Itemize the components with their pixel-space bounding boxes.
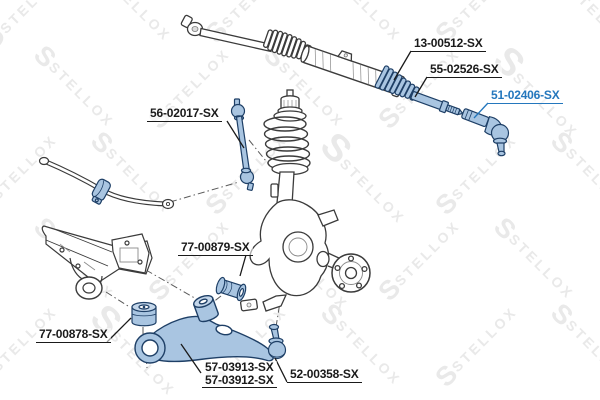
stabilizer-bushing-part: [91, 178, 111, 205]
part-label-control-arm[interactable]: 57-03913-SX 57-03912-SX: [202, 361, 277, 388]
part-label-steering-boot[interactable]: 13-00512-SX: [411, 37, 486, 52]
alignment-lines: [105, 107, 463, 369]
part-label-control-arm-line2: 57-03912-SX: [205, 372, 274, 387]
rear-bushing-part: [215, 276, 247, 302]
stabilizer-link-part: [230, 98, 255, 191]
part-label-rear-bushing[interactable]: 77-00879-SX: [178, 241, 253, 256]
part-label-tie-rod-end-highlighted[interactable]: 51-02406-SX: [488, 89, 563, 104]
front-bushing-part: [131, 301, 157, 327]
left-steering-boot: [262, 29, 312, 60]
steering-rack-drawing: [180, 14, 405, 98]
left-tie-rod: [199, 27, 273, 53]
part-label-control-arm-line1: 57-03913-SX: [205, 360, 274, 374]
part-label-ball-joint[interactable]: 52-00358-SX: [287, 368, 362, 383]
part-label-stabilizer-link[interactable]: 56-02017-SX: [147, 107, 222, 122]
part-label-front-bushing[interactable]: 77-00878-SX: [36, 328, 111, 343]
outer-tie-rod-left: [180, 14, 204, 37]
leader-lines: [106, 50, 489, 383]
strut-knuckle-drawing: [239, 89, 371, 312]
steering-boot-part: [374, 65, 420, 101]
inner-tie-rod-part: [410, 91, 464, 116]
ball-joint-part: [267, 323, 287, 360]
subframe-drawing: [41, 225, 153, 300]
part-label-inner-tie-rod[interactable]: 55-02526-SX: [427, 63, 502, 78]
tie-rod-end-part: [461, 108, 510, 157]
control-arm-part: [134, 294, 274, 364]
